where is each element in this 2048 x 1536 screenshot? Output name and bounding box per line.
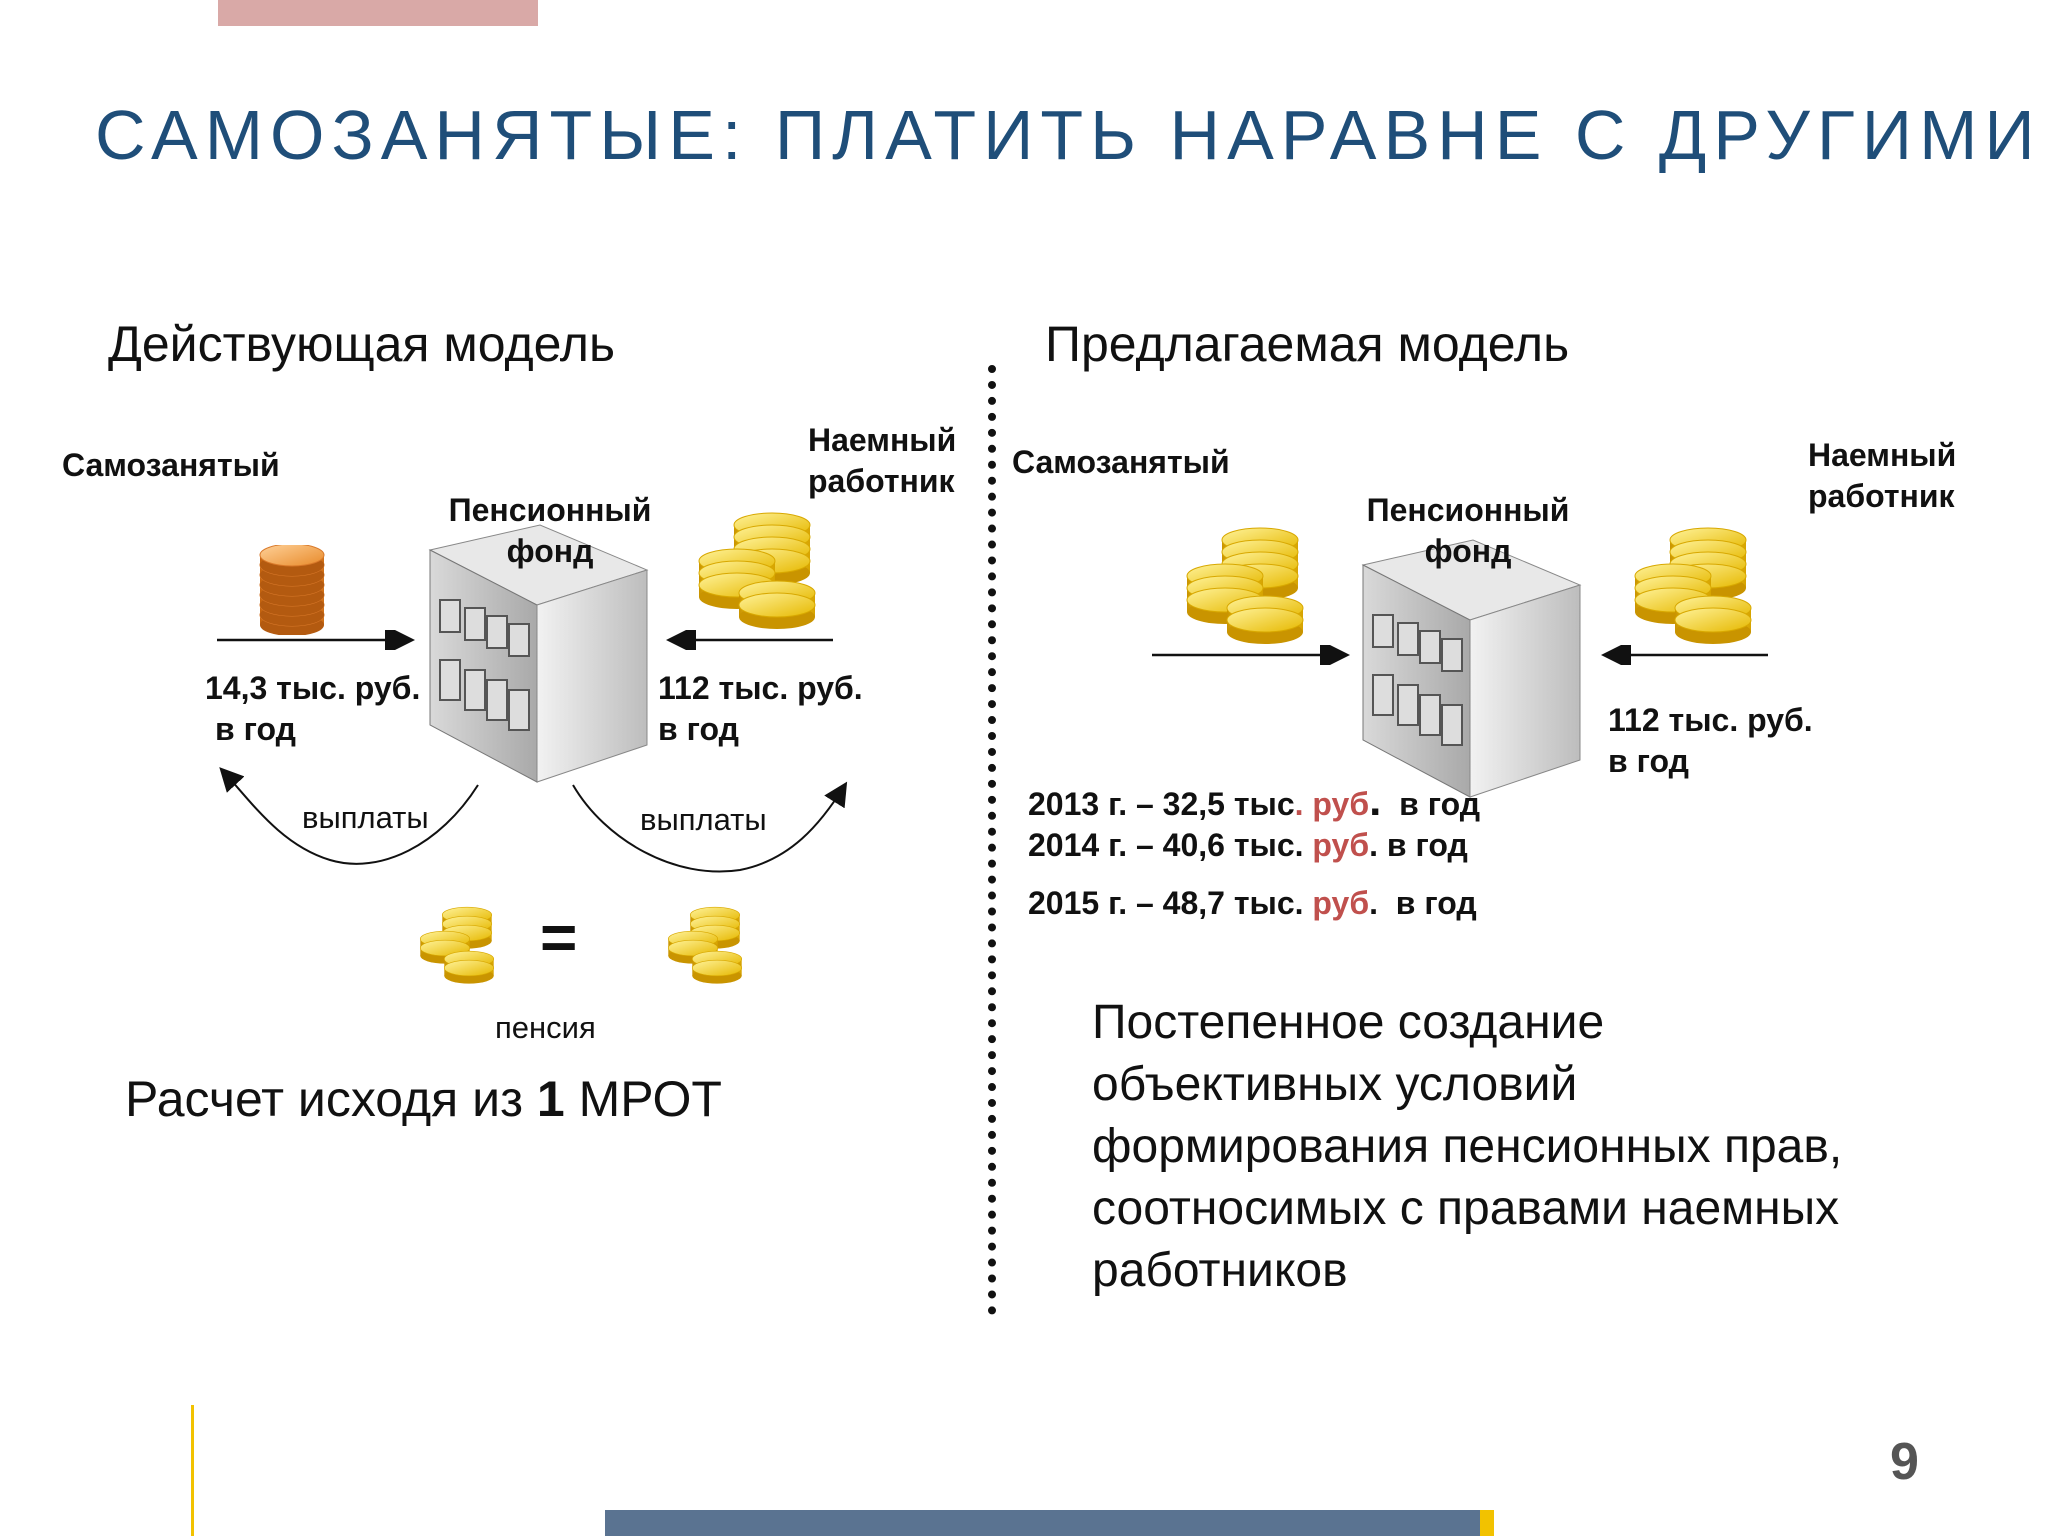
amount-period: в год [1608,743,1689,779]
conclusion-line: соотносимых с правами наемных [1092,1182,1840,1235]
coin-stack-icon [698,512,816,630]
current-employee-amount: 112 тыс. руб. в год [658,668,863,750]
payment-curve-right [572,781,848,873]
pension-label: пенсия [495,1010,596,1045]
rub-label: руб [1312,827,1370,863]
amount-line: 112 тыс. руб. [658,670,863,706]
year-sep: . [1294,786,1304,822]
current-pension-fund-label: Пенсионный фонд [440,490,660,572]
arrow-icon [666,630,833,650]
fund-line-1: Пенсионный [1366,492,1570,528]
left-accent-line [191,1405,194,1536]
calc-prefix: Расчет исходя из [125,1071,537,1127]
conclusion-line: формирования пенсионных прав, [1092,1120,1843,1173]
conclusion-line: Постепенное создание [1092,996,1605,1049]
current-self-amount: 14,3 тыс. руб. в год [205,668,420,750]
page-title: САМОЗАНЯТЫЕ: ПЛАТИТЬ НАРАВНЕ С ДРУГИМИ [95,96,2042,174]
current-employee-label: Наемный работник [808,420,956,502]
year-row-2015: 2015 г. – 48,7 тыс. руб. в год [1028,883,1477,924]
proposed-employee-label: Наемный работник [1808,435,1956,517]
employee-line-2: работник [808,463,955,499]
top-accent-bar [218,0,538,26]
coin-stack-icon [667,906,743,984]
year-suffix: в год [1386,827,1468,863]
coin-stack-icon [259,545,325,635]
proposed-employee-amount: 112 тыс. руб. в год [1608,700,1813,782]
equals-sign: = [540,901,578,973]
year-row-2014: 2014 г. – 40,6 тыс. руб. в год [1028,825,1468,866]
year-dot: . [1369,827,1378,863]
employee-line-1: Наемный [1808,437,1957,473]
year-dot: . [1369,885,1378,921]
payment-curve-left [219,767,479,865]
rub-label: руб [1312,885,1370,921]
proposed-self-employed-label: Самозанятый [1012,444,1230,480]
amount-period: в год [215,711,296,747]
conclusion-line: работников [1092,1244,1348,1297]
year-prefix: 2013 г. – 32,5 тыс [1028,786,1295,822]
arrow-icon [1601,645,1768,665]
current-model-heading: Действующая модель [108,316,616,372]
year-dot: . [1369,776,1382,825]
year-suffix: в год [1399,786,1481,822]
proposed-pension-fund-label: Пенсионный фонд [1358,490,1578,572]
employee-line-1: Наемный [808,422,957,458]
fund-line-1: Пенсионный [448,492,652,528]
year-prefix: 2015 г. – 48,7 тыс. [1028,885,1313,921]
bottom-accent-bar [605,1510,1480,1536]
amount-line: 112 тыс. руб. [1608,702,1813,738]
year-prefix: 2014 г. – 40,6 тыс. [1028,827,1313,863]
amount-period: в год [658,711,739,747]
building-icon [1361,539,1582,798]
fund-line-2: фонд [1424,533,1512,569]
amount-line: 14,3 тыс. руб. [205,670,421,706]
building-icon [428,524,649,783]
rub-label: руб [1312,786,1370,822]
year-suffix: в год [1395,885,1477,921]
arrow-icon [217,630,415,650]
page-number: 9 [1890,1433,1919,1491]
payments-label-right: выплаты [640,802,767,837]
calc-bold: 1 [536,1071,565,1127]
coin-stack-icon [1186,527,1304,645]
conclusion-text: Постепенное создание объективных условий… [1092,992,1842,1302]
bottom-accent-yellow [1480,1510,1494,1536]
calc-basis: Расчет исходя из 1 МРОТ [125,1070,722,1128]
calc-suffix: МРОТ [564,1071,722,1127]
column-divider [988,365,996,1315]
fund-line-2: фонд [506,533,594,569]
payments-label-left: выплаты [302,800,429,835]
current-self-employed-label: Самозанятый [62,447,280,483]
proposed-model-heading: Предлагаемая модель [1045,316,1570,372]
year-row-2013: 2013 г. – 32,5 тыс. руб. в год [1028,779,1481,825]
conclusion-line: объективных условий [1092,1058,1578,1111]
arrow-icon [1152,645,1350,665]
coin-stack-icon [1634,527,1752,645]
employee-line-2: работник [1808,478,1955,514]
coin-stack-icon [419,906,495,984]
